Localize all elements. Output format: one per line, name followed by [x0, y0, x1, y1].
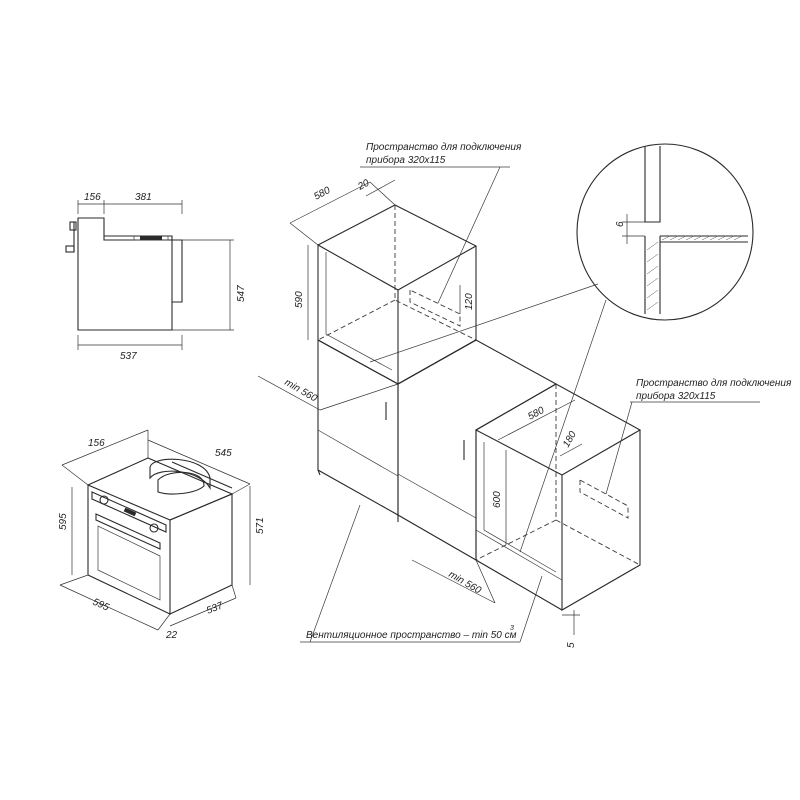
lower-dim-5: 5	[566, 642, 577, 648]
note-connection-1-line1: Пространство для подключения	[366, 142, 522, 153]
side-dim-547: 547	[236, 285, 247, 302]
oven-dim-156: 156	[88, 438, 105, 449]
note-ventilation: Вентиляционное пространство – min 50 см	[306, 630, 517, 641]
note-connection-2-line1: Пространство для подключения	[636, 378, 792, 389]
side-dim-381: 381	[135, 192, 152, 203]
note-connection-1-line2: прибора 320x115	[366, 154, 446, 166]
lower-cabinet-middle	[397, 339, 558, 561]
lower-dim-600: 600	[492, 491, 503, 508]
oven-dim-537: 537	[205, 600, 225, 617]
leaders	[300, 166, 760, 643]
oven-dim-595-w: 595	[91, 597, 111, 614]
upper-dim-min560: min 560	[283, 377, 320, 405]
upper-dim-580: 580	[312, 185, 332, 203]
oven-dim-595-h: 595	[58, 513, 69, 530]
upper-dim-590: 590	[294, 291, 305, 308]
oven-dim-545: 545	[215, 448, 232, 459]
lower-dim-min560: min 560	[447, 569, 484, 597]
note-connection-2-line2: прибора 320x115	[636, 390, 716, 402]
upper-cabinet	[257, 179, 478, 411]
upper-dim-20: 20	[355, 178, 371, 194]
oven-dim-22: 22	[165, 630, 178, 641]
detail-zoom	[369, 143, 754, 553]
lower-cabinet-right	[411, 383, 642, 635]
side-dim-156: 156	[84, 192, 101, 203]
oven-dim-571: 571	[255, 517, 266, 534]
upper-dim-120: 120	[464, 293, 475, 310]
lower-cabinet-left	[317, 339, 477, 522]
oven-isometric	[59, 429, 251, 631]
lower-dim-580: 580	[526, 405, 546, 423]
oven-side-view	[65, 200, 234, 350]
lower-dim-180: 180	[561, 429, 579, 449]
detail-dim-6: 6	[615, 221, 626, 227]
note-ventilation-superscript: 3	[510, 625, 514, 632]
side-dim-537: 537	[120, 351, 137, 362]
